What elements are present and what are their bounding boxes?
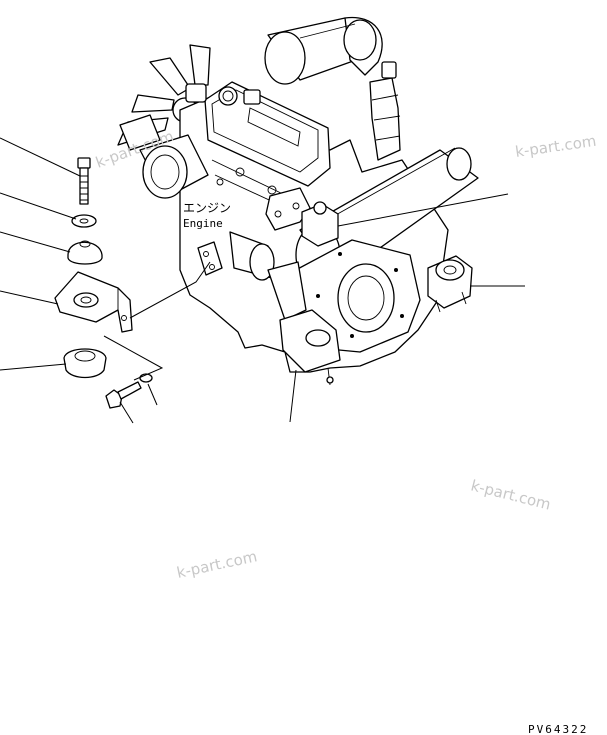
engine-en-label: Engine: [183, 217, 223, 230]
side-mount-plate: [265, 187, 311, 231]
short-bolt: [105, 381, 142, 409]
intake-hose: [369, 77, 401, 161]
exploded-mount-parts: [54, 157, 153, 409]
washer: [71, 214, 97, 228]
engine-illustration: エンジン Engine: [117, 16, 479, 386]
cushion-upper: [67, 241, 103, 265]
watermark: k-part.com: [469, 476, 553, 513]
rear-mount-left: [279, 309, 341, 386]
oil-filter: [119, 114, 209, 199]
air-cleaner: [264, 16, 383, 85]
leader-lines: [0, 137, 525, 424]
drawing-code: PV64322: [528, 723, 588, 735]
valve-cover: [204, 81, 331, 187]
engine-jp-label: エンジン: [183, 201, 231, 215]
long-bolt: [77, 157, 91, 205]
cushion-lower: [63, 348, 107, 379]
watermark: k-part.com: [175, 547, 259, 582]
watermark: k-part.com: [514, 132, 597, 161]
mount-bracket: [54, 271, 133, 333]
rear-mount-right: [427, 255, 473, 313]
